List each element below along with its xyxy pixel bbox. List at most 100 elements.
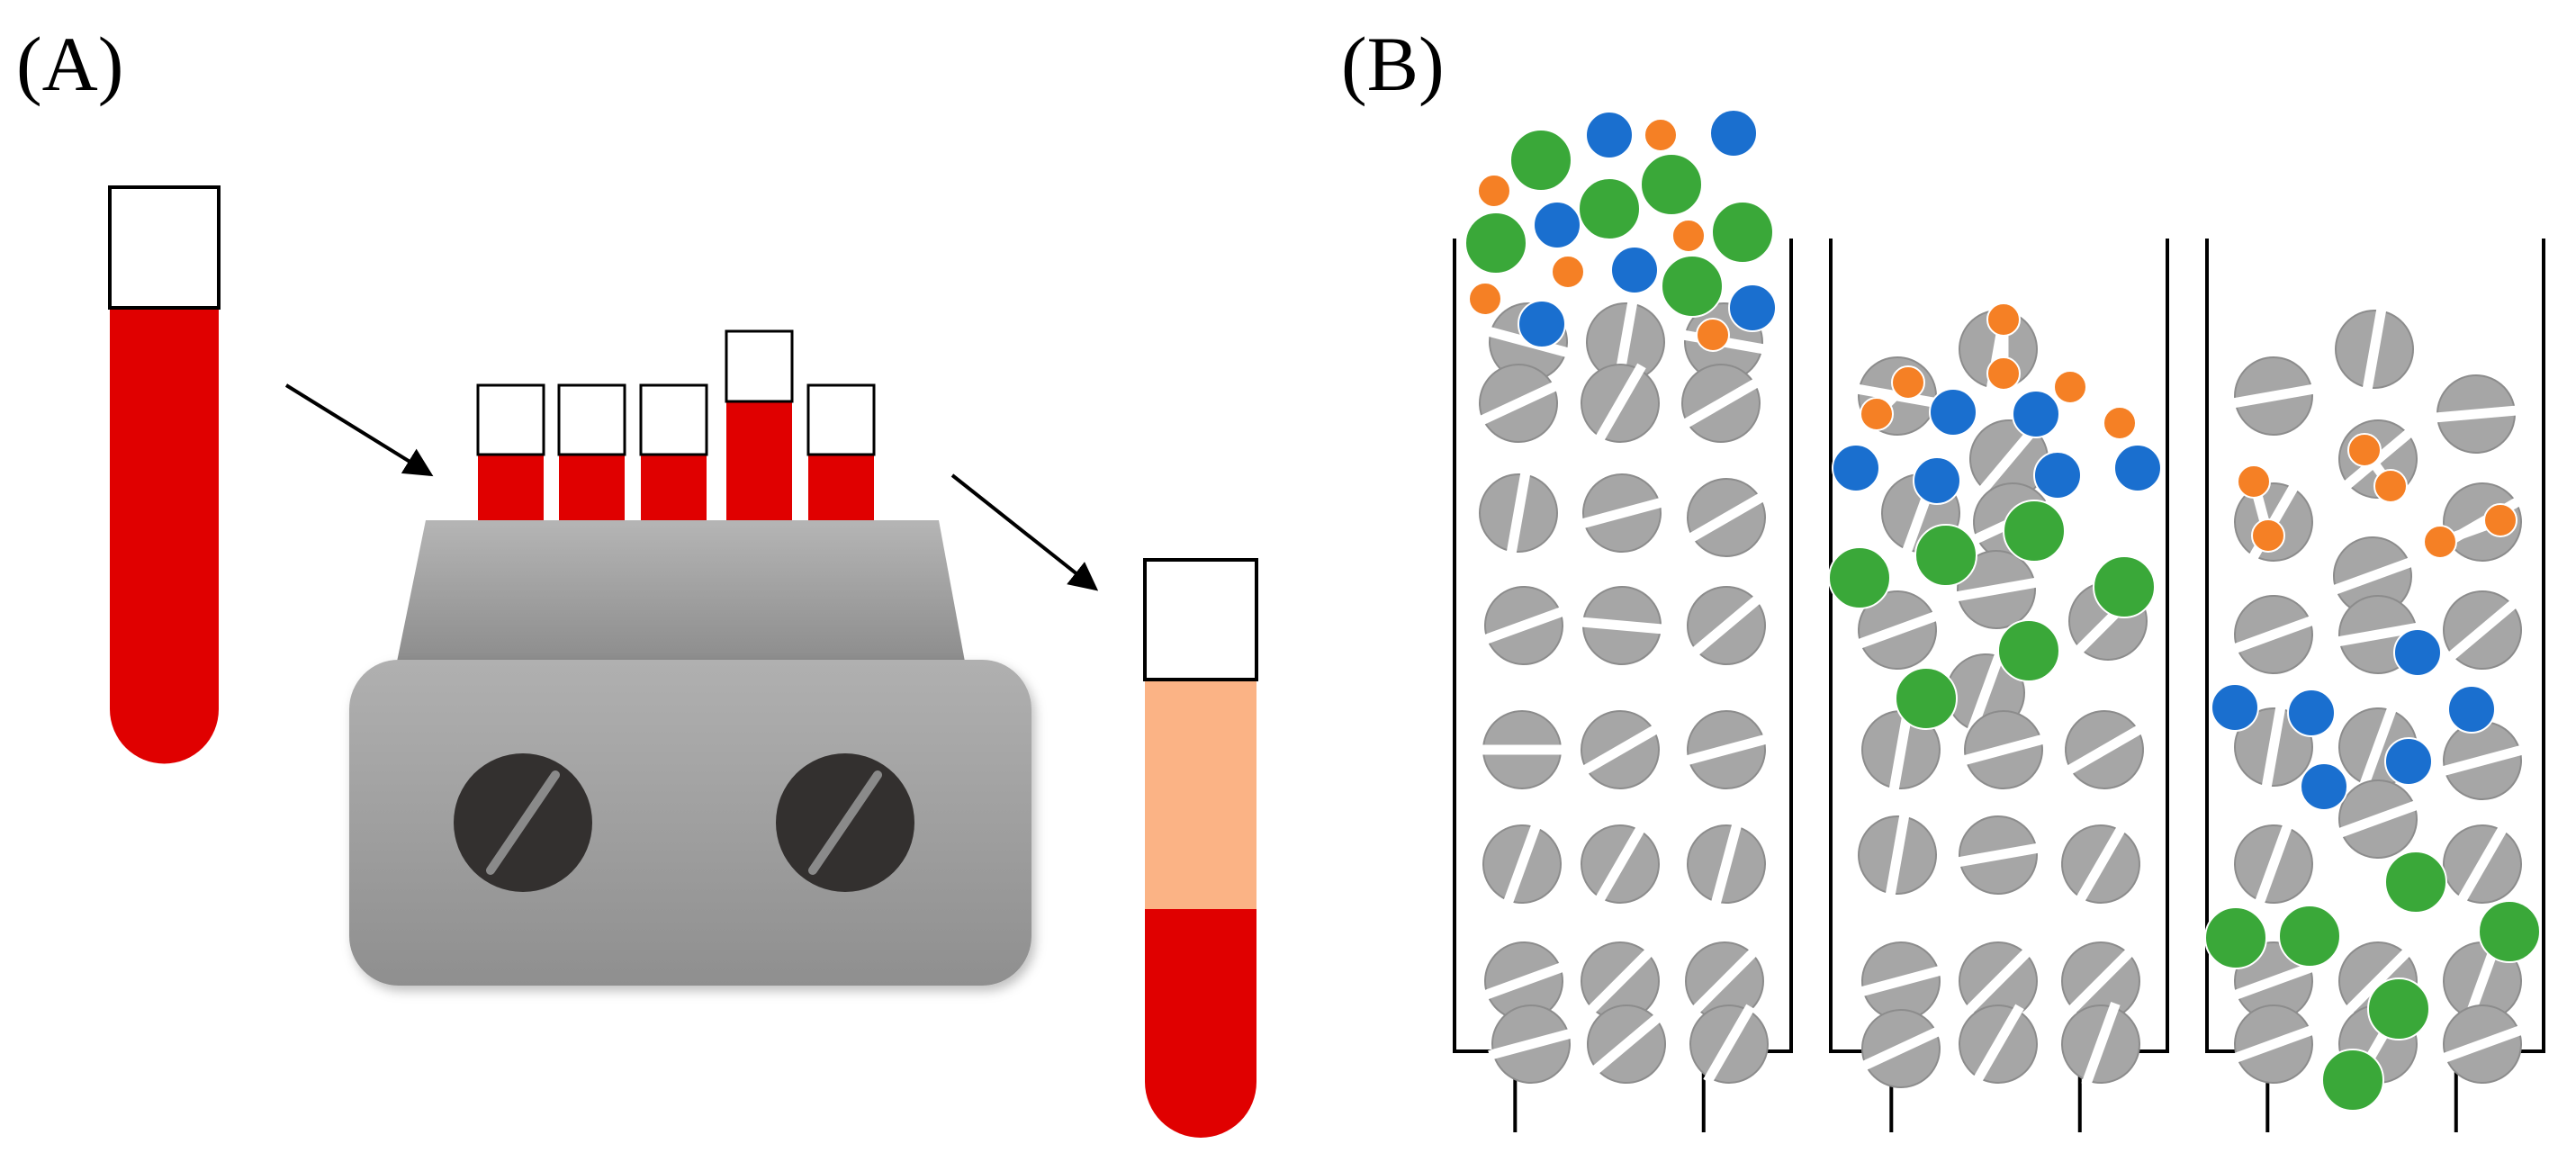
bead-slit: [2440, 1024, 2525, 1064]
bead-slit: [1964, 947, 2032, 1015]
bead-slit: [1594, 824, 1646, 905]
bead-slit: [2231, 1024, 2316, 1064]
particle-icon: [1671, 219, 1706, 253]
bead-icon: [2064, 710, 2145, 789]
particle-icon: [1914, 524, 1977, 587]
bead-slit: [1689, 593, 1763, 658]
bead-icon: [2336, 779, 2420, 859]
particle-icon: [1929, 388, 1977, 437]
panel-a-label: (A): [16, 21, 123, 107]
arrow-icon: [950, 473, 1099, 591]
particle-icon: [1986, 356, 2021, 391]
bead-icon: [2234, 822, 2313, 906]
mixer-device-icon: [349, 329, 1031, 986]
particle-icon: [2393, 628, 2442, 677]
bead-slit: [2231, 615, 2316, 654]
particle-icon: [2053, 370, 2087, 404]
bead-slit: [1885, 811, 1910, 899]
bead-icon: [2231, 1004, 2316, 1084]
bead-icon: [1960, 710, 2047, 789]
particle-icon: [1610, 246, 1659, 294]
bead-icon: [2231, 595, 2316, 674]
particle-icon: [2347, 433, 2382, 467]
particle-icon: [1891, 365, 1925, 400]
bead-slit: [1977, 422, 2041, 496]
bead-icon: [1687, 821, 1766, 907]
bead-icon: [1952, 550, 2040, 629]
bead-slit: [2064, 724, 2145, 776]
particle-icon: [1468, 282, 1502, 316]
particle-icon: [1728, 284, 1777, 332]
bead-slit: [1972, 1004, 2024, 1085]
particle-icon: [1997, 619, 2060, 682]
bead-slit: [1506, 469, 1531, 557]
particle-icon: [1986, 302, 2021, 337]
particle-icon: [1860, 397, 1894, 431]
particle-icon: [1828, 546, 1891, 609]
bead-icon: [1581, 363, 1660, 444]
bead-slit: [2344, 947, 2412, 1015]
bead-icon: [1855, 590, 1940, 670]
bead-slit: [2261, 703, 2286, 791]
particle-icon: [2483, 503, 2517, 537]
particles-group: [1464, 109, 2541, 1112]
bead-slit: [1966, 651, 2005, 735]
bead-icon: [1488, 1004, 1574, 1084]
bead-slit: [1680, 377, 1761, 429]
panel-b-label: (B): [1341, 21, 1445, 107]
particle-icon: [1644, 118, 1678, 152]
particle-icon: [1711, 201, 1774, 264]
particle-icon: [2287, 689, 2336, 737]
bead-icon: [1860, 1009, 1942, 1088]
bead-icon: [2440, 1004, 2525, 1084]
bead-slit: [2445, 598, 2519, 662]
bead-slit: [2231, 961, 2316, 1001]
bead-slit: [1954, 842, 2042, 868]
bead-slit: [1952, 577, 2040, 602]
particle-icon: [1578, 177, 1641, 240]
particle-icon: [2033, 451, 2082, 500]
particle-icon: [1551, 255, 1585, 289]
particle-icon: [2211, 683, 2259, 732]
knob-icon: [454, 753, 592, 892]
particle-icon: [2278, 905, 2341, 968]
bead-icon: [2061, 824, 2140, 905]
bead-slit: [1579, 497, 1665, 529]
particle-icon: [1518, 300, 1566, 348]
bead-slit: [2081, 1002, 2121, 1086]
bead-icon: [1477, 364, 1560, 443]
bead-slit: [2463, 939, 2502, 1023]
particle-icon: [2113, 444, 2162, 492]
bead-icon: [2061, 1002, 2140, 1086]
bead-slit: [1479, 744, 1565, 755]
bead-icon: [1858, 811, 1937, 899]
bead-slit: [1586, 947, 1654, 1015]
bead-icon: [1686, 478, 1767, 557]
particle-icon: [2204, 906, 2267, 969]
bead-icon: [1861, 706, 1941, 794]
bead-slit: [2362, 305, 2387, 393]
bead-icon: [1689, 1004, 1769, 1085]
particle-icon: [1913, 456, 1961, 505]
bead-icon: [1959, 941, 2038, 1021]
bead-icon: [2439, 721, 2526, 800]
bead-icon: [2061, 941, 2140, 1021]
bead-slit: [2229, 383, 2318, 409]
knob-icon: [776, 753, 914, 892]
particle-icon: [2237, 464, 2271, 499]
bead-icon: [2335, 305, 2414, 393]
bead-slit: [2067, 947, 2135, 1015]
bead-icon: [1580, 710, 1661, 789]
particle-icon: [2093, 555, 2156, 618]
particle-icon: [1696, 318, 1730, 352]
particle-icon: [2447, 685, 2496, 734]
particle-icon: [2300, 762, 2348, 811]
bead-icon: [1581, 824, 1660, 905]
particle-icon: [1709, 109, 1758, 158]
bead-icon: [1482, 941, 1566, 1021]
bead-slit: [1888, 706, 1914, 794]
bead-icon: [1479, 710, 1565, 789]
bead-slit: [1482, 961, 1566, 1001]
bead-icon: [1587, 1004, 1666, 1084]
particle-icon: [2103, 406, 2137, 440]
